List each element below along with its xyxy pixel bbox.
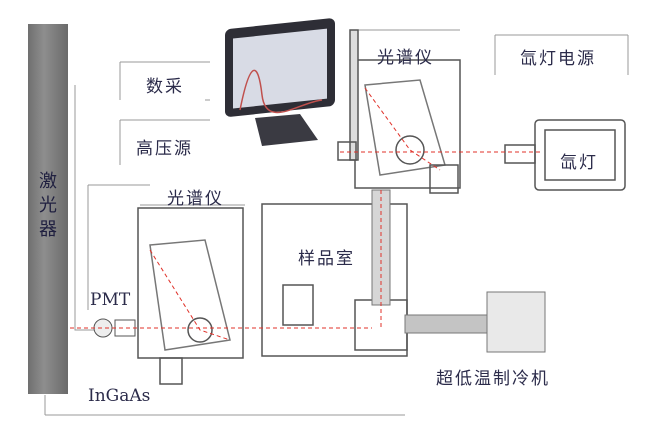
light-paths xyxy=(70,87,540,341)
frame-lines xyxy=(44,29,629,416)
xenon-lamp-housing xyxy=(504,119,626,191)
laser-feed-line xyxy=(74,85,100,331)
xenon-power-label: 氙灯电源 xyxy=(520,49,596,69)
monitor xyxy=(225,18,335,146)
spectrometer-bottom-label: 光谱仪 xyxy=(167,189,224,209)
laser-label: 激光器 xyxy=(39,171,57,240)
pmt-label: PMT xyxy=(90,290,131,310)
ingaas-label: InGaAs xyxy=(88,386,151,406)
xenon-lamp-label: 氙灯 xyxy=(560,153,598,173)
spectrometer-top-label: 光谱仪 xyxy=(377,48,434,68)
bottom-spectrometer xyxy=(137,207,244,385)
laser-column xyxy=(28,24,68,394)
high-voltage-label: 高压源 xyxy=(136,139,193,159)
top-spectrometer xyxy=(337,29,461,194)
cryocooler xyxy=(404,291,546,353)
data-acquisition-label: 数采 xyxy=(146,77,184,97)
cryocooler-label: 超低温制冷机 xyxy=(436,369,550,389)
sample-chamber-label: 样品室 xyxy=(298,249,355,269)
